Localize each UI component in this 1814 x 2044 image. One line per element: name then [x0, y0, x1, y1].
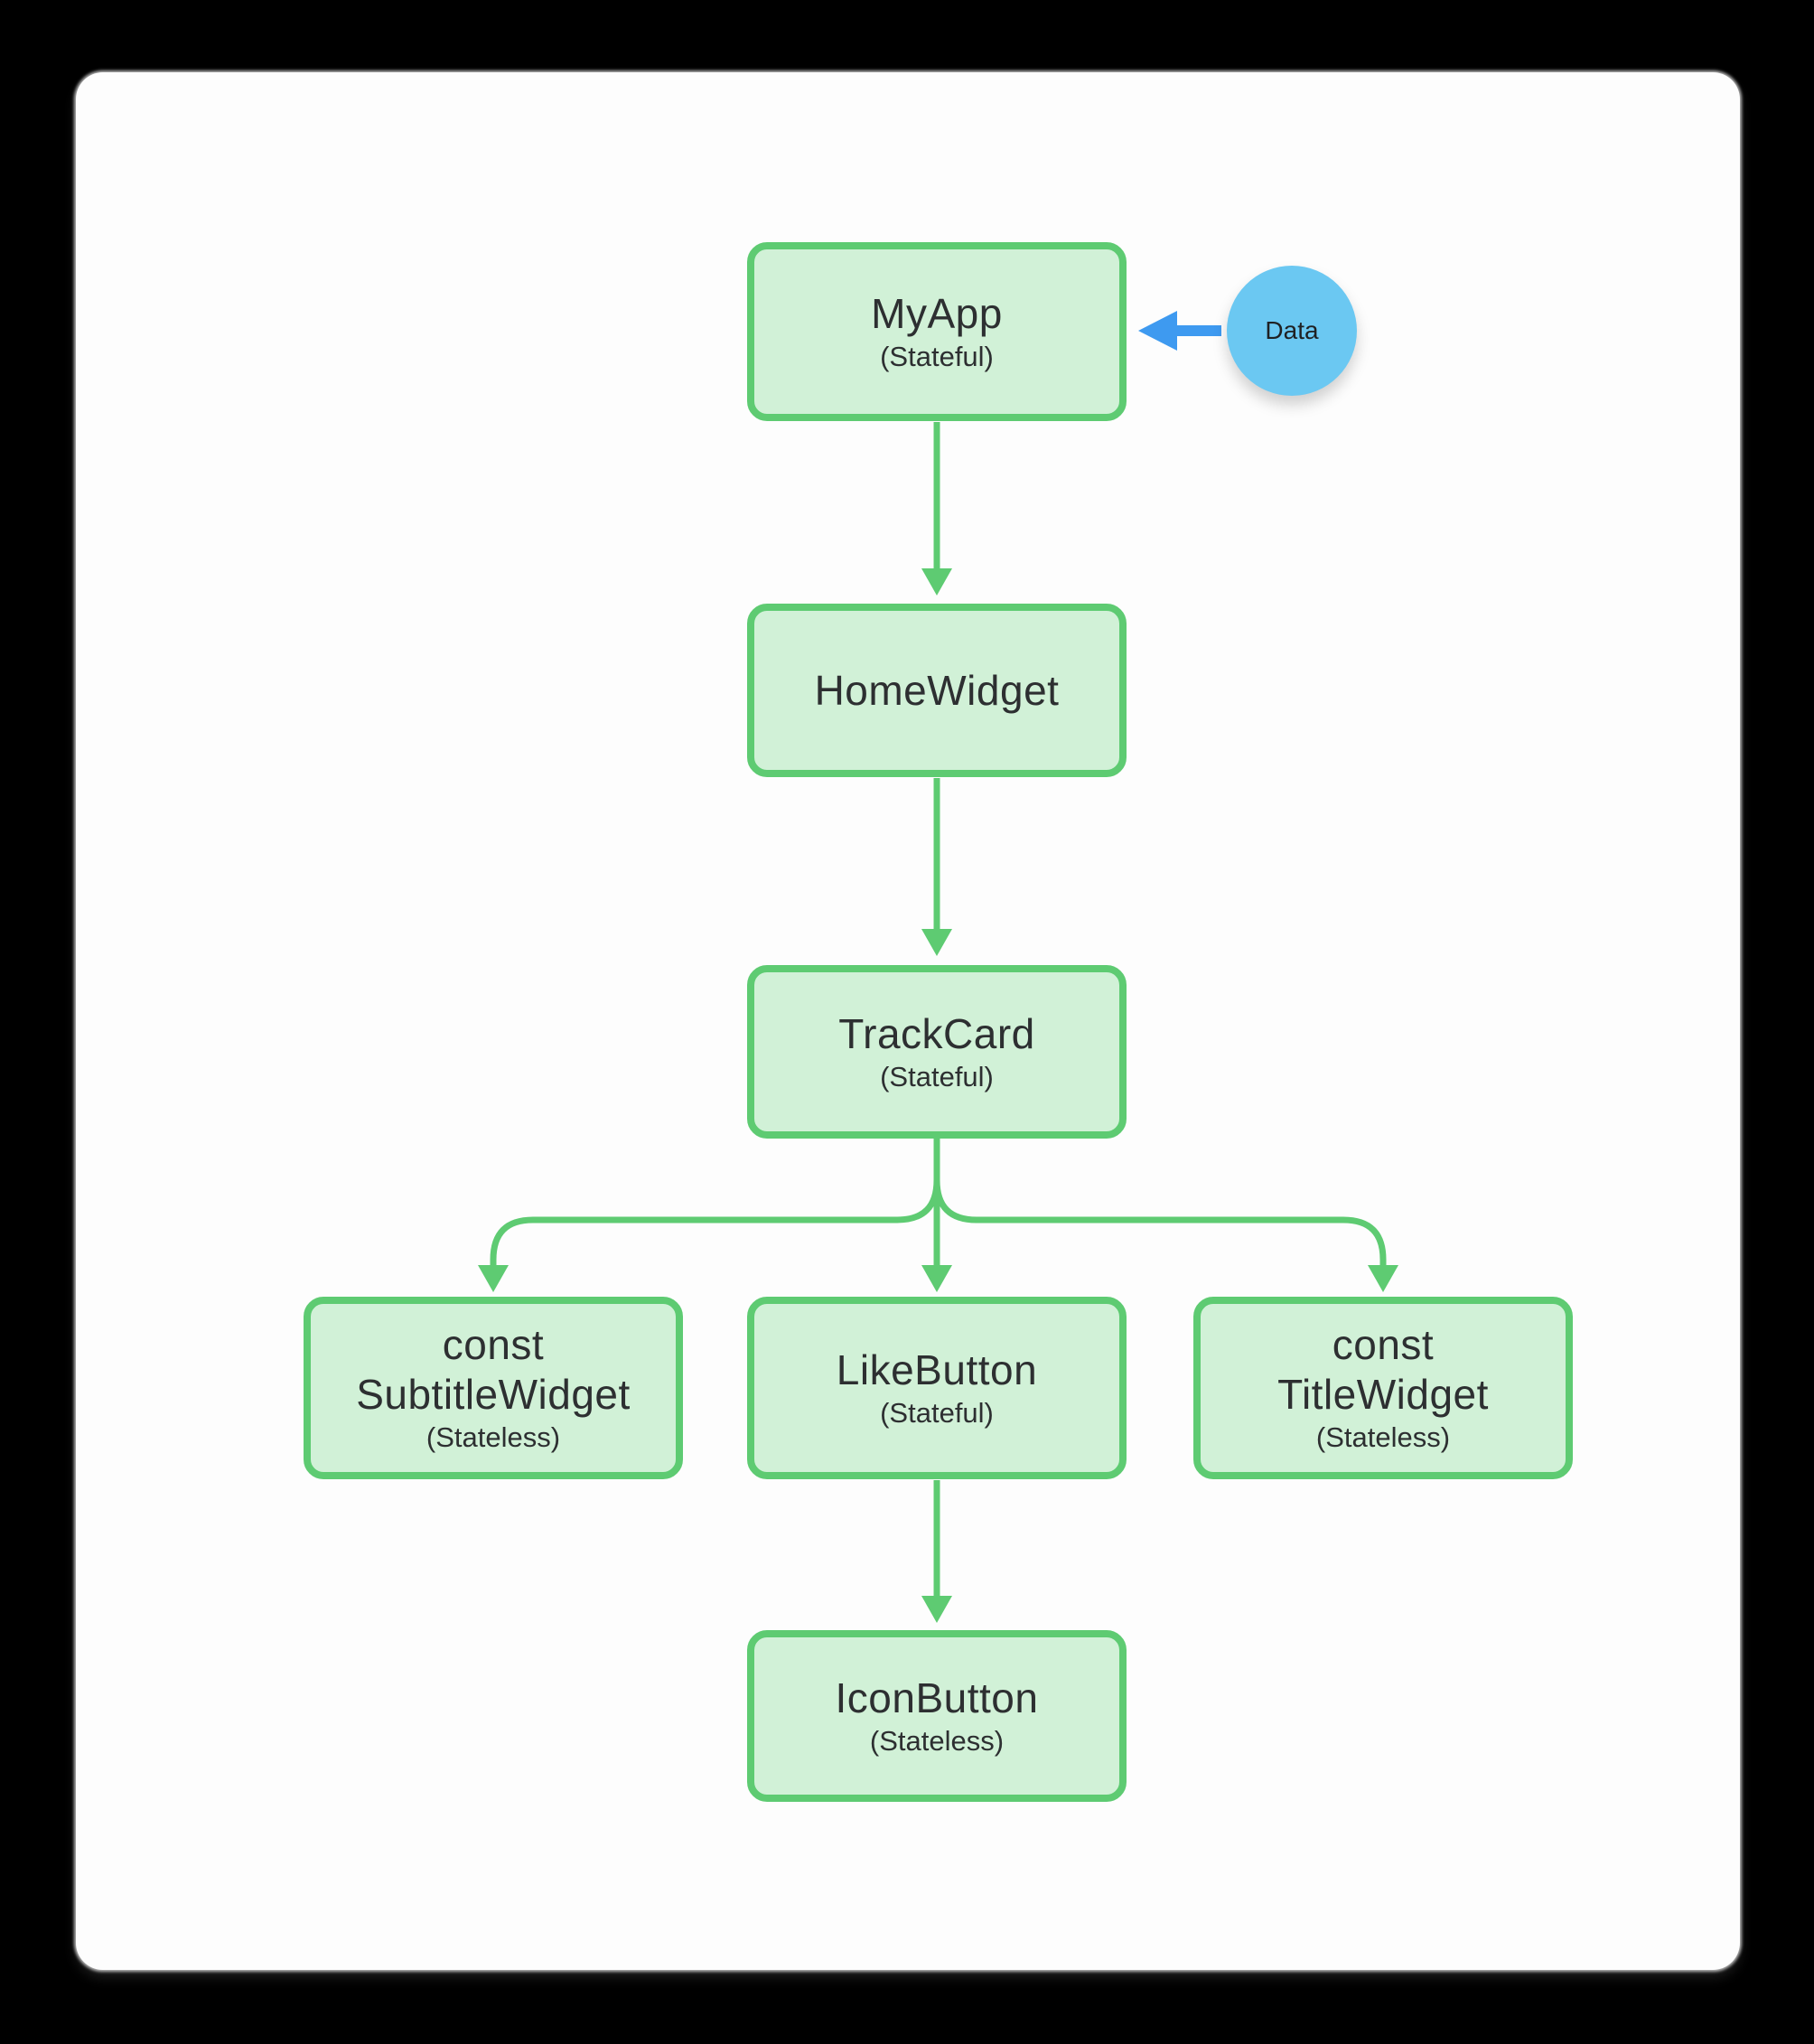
edge-trackcard-subtitlewidget	[478, 1139, 940, 1292]
node-title: TrackCard	[838, 1009, 1035, 1057]
data-circle: Data	[1227, 266, 1357, 396]
node-subtitle: (Stateless)	[425, 1421, 561, 1453]
node-likebutton: LikeButton (Stateful)	[747, 1297, 1127, 1479]
edge-data-myapp	[1138, 311, 1221, 351]
node-title-prefix: const	[1332, 1321, 1435, 1368]
edge-trackcard-titlewidget	[933, 1139, 1398, 1292]
node-title: SubtitleWidget	[356, 1371, 631, 1418]
edge-likebutton-iconbutton	[921, 1480, 952, 1623]
node-title: IconButton	[835, 1674, 1039, 1721]
diagram-card: MyApp (Stateful) HomeWidget TrackCard (S…	[76, 72, 1740, 1970]
node-subtitle: (Stateful)	[880, 1396, 994, 1429]
node-iconbutton: IconButton (Stateless)	[747, 1630, 1127, 1802]
node-subtitle: (Stateless)	[869, 1724, 1005, 1757]
node-title: MyApp	[871, 289, 1003, 337]
node-homewidget: HomeWidget	[747, 604, 1127, 777]
node-subtitlewidget: const SubtitleWidget (Stateless)	[304, 1297, 683, 1479]
node-subtitle: (Stateless)	[1315, 1421, 1451, 1453]
node-titlewidget: const TitleWidget (Stateless)	[1193, 1297, 1573, 1479]
edge-homewidget-trackcard	[921, 778, 952, 956]
edge-myapp-homewidget	[921, 422, 952, 595]
node-subtitle: (Stateful)	[880, 1060, 994, 1092]
node-title: TitleWidget	[1277, 1371, 1489, 1418]
connector-arrows	[478, 311, 1398, 1623]
node-title: LikeButton	[836, 1345, 1038, 1393]
node-subtitle: (Stateful)	[880, 340, 994, 372]
node-title-prefix: const	[442, 1321, 545, 1368]
node-myapp: MyApp (Stateful)	[747, 242, 1127, 421]
node-title: HomeWidget	[814, 666, 1060, 714]
node-trackcard: TrackCard (Stateful)	[747, 965, 1127, 1139]
data-circle-label: Data	[1265, 316, 1319, 344]
